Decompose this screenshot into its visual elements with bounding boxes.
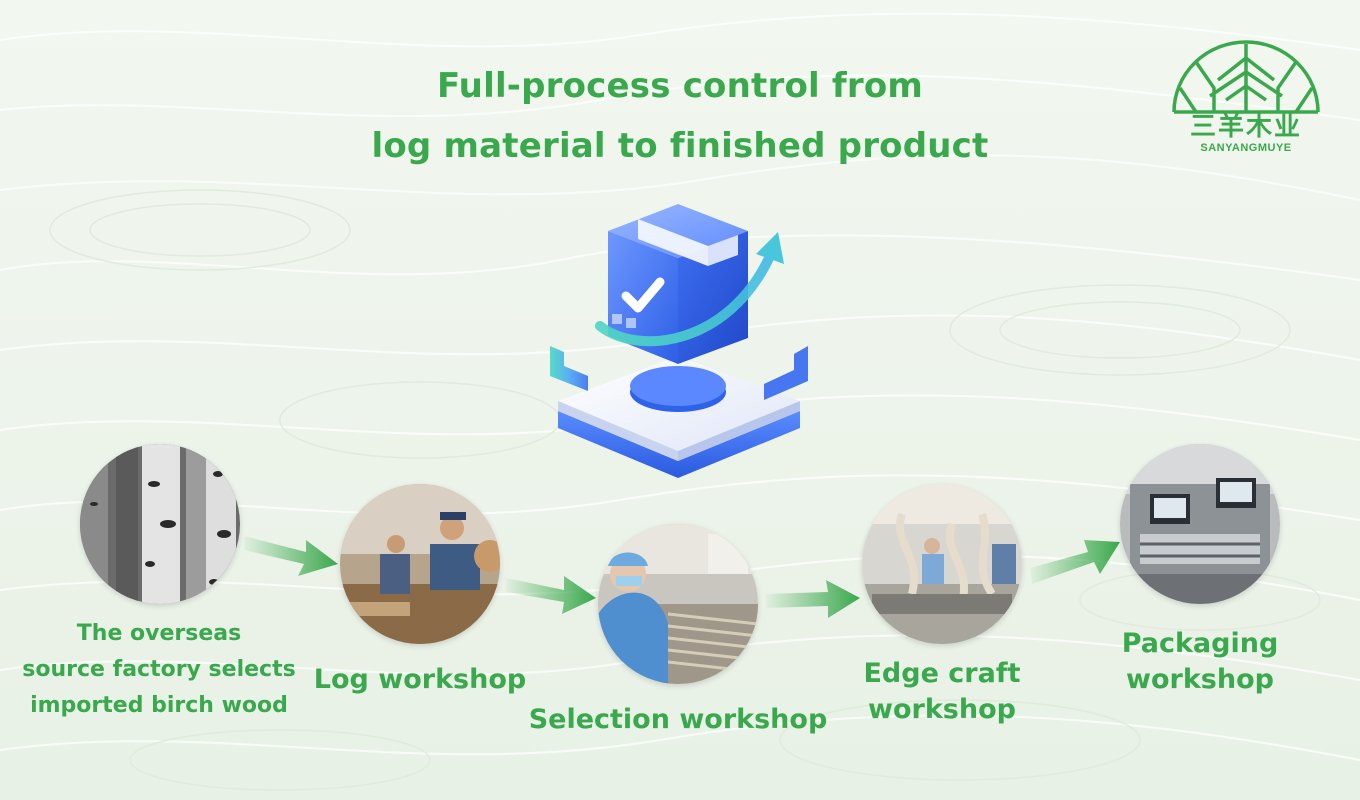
page-title: Full-process control from log material t…: [280, 56, 1080, 176]
step-label-log-workshop: Log workshop: [300, 662, 540, 698]
birch-trees-photo: [80, 444, 240, 604]
step-label-packaging: Packaging workshop: [1090, 626, 1310, 698]
step-5-line-2: workshop: [1126, 664, 1274, 695]
title-line-1: Full-process control from: [436, 66, 924, 106]
box-with-checkmark-icon: [550, 204, 808, 478]
flow-arrow-icon: [244, 536, 338, 576]
step-2-line-1: Log workshop: [313, 664, 527, 695]
flow-arrow-icon: [766, 580, 860, 618]
step-4-line-2: workshop: [868, 694, 1016, 725]
step-1-line-3: imported birch wood: [30, 693, 288, 718]
title-line-2: log material to finished product: [371, 126, 989, 166]
edge-craft-workshop-photo: [862, 484, 1022, 644]
tree-arch-logo-icon: [1172, 40, 1320, 114]
step-5-line-1: Packaging: [1121, 628, 1279, 659]
step-label-birch: The overseas source factory selects impo…: [0, 616, 318, 724]
logo-english-text: SANYANGMUYE: [1200, 142, 1292, 154]
flow-arrow-icon: [1030, 540, 1120, 584]
packaging-workshop-photo: [1120, 444, 1280, 604]
company-logo: 三羊木业 SANYANGMUYE: [1166, 38, 1326, 158]
log-workshop-photo: [340, 484, 500, 644]
selection-workshop-photo: [598, 524, 758, 684]
step-1-line-2: source factory selects: [22, 657, 296, 682]
step-3-line-1: Selection workshop: [528, 704, 828, 735]
step-label-edge-craft: Edge craft workshop: [832, 656, 1052, 728]
step-1-line-1: The overseas: [76, 621, 242, 646]
flow-arrow-icon: [506, 576, 596, 614]
step-4-line-1: Edge craft: [863, 658, 1021, 689]
logo-chinese-text: 三羊木业: [1189, 112, 1302, 142]
step-label-selection-workshop: Selection workshop: [528, 702, 828, 738]
